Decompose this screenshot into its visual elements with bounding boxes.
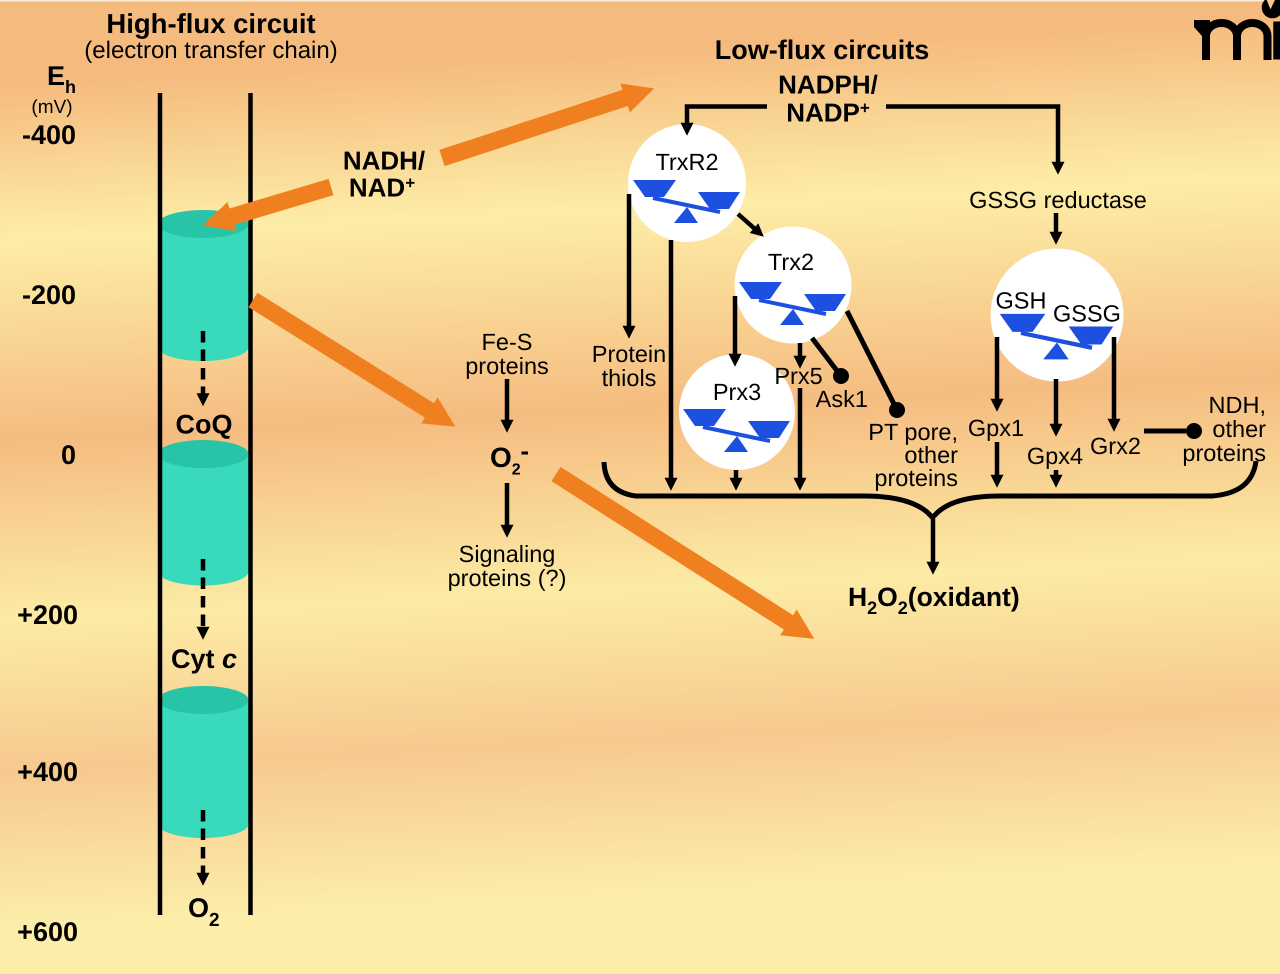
svg-text:Low-flux circuits: Low-flux circuits <box>715 35 930 65</box>
svg-text:other: other <box>904 442 958 468</box>
svg-text:Prx5: Prx5 <box>774 363 822 389</box>
svg-text:0: 0 <box>61 440 76 470</box>
svg-text:Gpx1: Gpx1 <box>968 415 1024 441</box>
svg-text:-400: -400 <box>22 120 76 150</box>
svg-text:Grx2: Grx2 <box>1090 433 1141 459</box>
svg-text:NADP+: NADP+ <box>786 98 870 128</box>
svg-text:NADH/: NADH/ <box>343 146 425 176</box>
svg-text:other: other <box>1212 416 1266 442</box>
svg-text:Signaling: Signaling <box>459 541 556 567</box>
svg-text:NAD+: NAD+ <box>349 173 415 203</box>
svg-text:+200: +200 <box>17 600 78 630</box>
svg-text:proteins: proteins <box>1182 440 1266 466</box>
svg-text:High-flux circuit: High-flux circuit <box>106 8 315 39</box>
svg-text:-200: -200 <box>22 280 76 310</box>
svg-text:+400: +400 <box>17 757 78 787</box>
svg-text:GSSG reductase: GSSG reductase <box>969 187 1147 213</box>
svg-text:proteins (?): proteins (?) <box>448 565 567 591</box>
svg-text:h: h <box>65 77 76 97</box>
svg-text:TrxR2: TrxR2 <box>655 149 718 175</box>
svg-text:Fe-S: Fe-S <box>482 329 533 355</box>
svg-text:Gpx4: Gpx4 <box>1027 443 1083 469</box>
svg-text:CoQ: CoQ <box>176 410 233 440</box>
svg-text:proteins: proteins <box>874 465 958 491</box>
svg-text:Cyt c: Cyt c <box>171 644 237 674</box>
svg-text:PT pore,: PT pore, <box>868 419 958 445</box>
svg-text:thiols: thiols <box>602 365 657 391</box>
svg-text:Prx3: Prx3 <box>713 379 761 405</box>
svg-text:Ask1: Ask1 <box>816 386 868 412</box>
svg-text:Trx2: Trx2 <box>768 249 814 275</box>
svg-text:NADPH/: NADPH/ <box>778 70 878 100</box>
svg-text:(mV): (mV) <box>31 97 72 118</box>
svg-text:proteins: proteins <box>465 353 549 379</box>
svg-text:E: E <box>47 61 65 91</box>
svg-text:GSSG: GSSG <box>1053 301 1121 327</box>
svg-text:(electron transfer chain): (electron transfer chain) <box>84 37 337 64</box>
svg-text:NDH,: NDH, <box>1209 392 1266 418</box>
svg-text:+600: +600 <box>17 917 78 947</box>
svg-text:Protein: Protein <box>592 341 666 367</box>
svg-text:GSH: GSH <box>996 288 1047 314</box>
